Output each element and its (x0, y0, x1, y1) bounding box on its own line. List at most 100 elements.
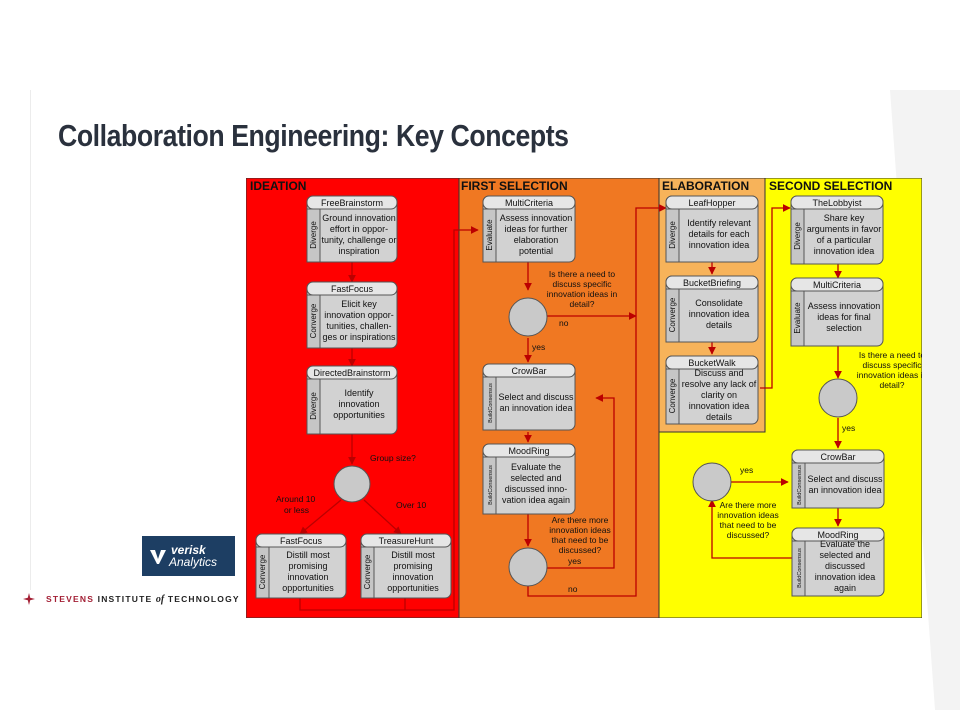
verisk-logo-text: Analytics (169, 555, 218, 569)
box-text-line: inspiration (338, 246, 379, 256)
box-text-line: tunity, challenge or (322, 235, 397, 245)
box-crowbar-second: CrowBar BuildConsensus Select and discus… (791, 449, 885, 509)
box-text-line: Select and discuss (807, 474, 883, 484)
box-text-line: Select and discuss (498, 392, 574, 402)
box-text-line: innovation idea (689, 240, 750, 250)
box-text-line: innovation (338, 399, 379, 409)
box-freebrainstorm: FreeBrainstorm Diverge Ground innovation… (306, 195, 398, 263)
box-title: CrowBar (820, 452, 855, 462)
box-text-line: clarity on (701, 390, 737, 400)
box-text-line: Share key (824, 213, 865, 223)
box-type: Diverge (668, 221, 677, 249)
box-leafhopper: LeafHopper Diverge Identify relevant det… (665, 195, 759, 263)
verisk-logo: verisk Analytics (142, 536, 235, 576)
process-diagram: IDEATION FIRST SELECTION ELABORATION SEC… (246, 178, 922, 618)
box-moodring-second: MoodRing BuildConsensus Evaluate the sel… (791, 527, 885, 597)
box-text-line: Ground innovation (322, 213, 396, 223)
box-text-line: selected and (819, 550, 870, 560)
box-text-line: promising (393, 561, 432, 571)
box-text-line: ges or inspirations (322, 332, 396, 342)
box-type: BuildConsensus (488, 383, 494, 423)
box-text-line: an innovation idea (499, 403, 572, 413)
box-type: Converge (363, 554, 372, 589)
box-title: BucketWalk (688, 358, 736, 368)
box-title: TheLobbyist (812, 198, 862, 208)
box-text-line: Identify (344, 388, 374, 398)
box-text-line: potential (519, 246, 553, 256)
box-text-line: ideas for final (817, 312, 871, 322)
box-text-line: innovation idea (814, 246, 875, 256)
stevens-star-icon (23, 593, 35, 605)
box-title: FreeBrainstorm (321, 198, 383, 208)
box-text-line: innovation idea (815, 572, 876, 582)
decision-question: detail? (569, 299, 594, 309)
box-text-line: again (834, 583, 856, 593)
decision-question: that need to be (720, 520, 777, 530)
branch-label: yes (740, 465, 753, 475)
section-ideation: IDEATION (250, 179, 306, 193)
box-text-line: elaboration (514, 235, 559, 245)
box-type: Diverge (793, 222, 802, 250)
box-text-line: selected and (510, 473, 561, 483)
branch-label: no (568, 584, 578, 594)
section-elaboration: ELABORATION (662, 179, 749, 193)
box-type: Evaluate (485, 219, 494, 251)
box-type: Diverge (309, 221, 318, 249)
box-title: LeafHopper (688, 198, 735, 208)
box-text-line: promising (288, 561, 327, 571)
box-text-line: details (706, 412, 733, 422)
box-text-line: opportunities (333, 410, 385, 420)
box-text-line: arguments in favor (807, 224, 882, 234)
box-text-line: Assess innovation (500, 213, 573, 223)
section-second-selection: SECOND SELECTION (769, 179, 892, 193)
branch-label: Over 10 (396, 500, 427, 510)
box-text-line: Distill most (286, 550, 330, 560)
box-text-line: Evaluate the (820, 539, 870, 549)
box-type: Converge (668, 378, 677, 413)
decision-question: innovation ideas (549, 525, 610, 535)
box-type: Evaluate (793, 302, 802, 334)
box-type: BuildConsensus (797, 465, 803, 505)
box-text-line: innovation (392, 572, 433, 582)
box-bucketwalk: BucketWalk Converge Discuss and resolve … (665, 355, 759, 425)
decision-question: innovation ideas in (547, 289, 618, 299)
box-type: BuildConsensus (797, 548, 803, 588)
box-title: MoodRing (508, 446, 549, 456)
box-text-line: innovation idea (689, 401, 750, 411)
stevens-wordmark: STEVENS INSTITUTE of TECHNOLOGY (46, 594, 240, 605)
decision-more-ideas-second (692, 462, 732, 502)
box-title: FastFocus (331, 284, 374, 294)
box-text-line: an innovation idea (808, 485, 881, 495)
box-text-line: ideas for further (504, 224, 567, 234)
box-type: Converge (258, 554, 267, 589)
box-directedbrainstorm: DirectedBrainstorm Diverge Identify inno… (306, 365, 398, 435)
box-multicriteria-first: MultiCriteria Evaluate Assess innovation… (482, 195, 576, 263)
box-text-line: resolve any lack of (682, 379, 757, 389)
decision-group-size (333, 465, 371, 503)
decision-question: Group size? (370, 453, 416, 463)
box-text-line: Distill most (391, 550, 435, 560)
stevens-wordmark-part: TECHNOLOGY (164, 594, 240, 604)
connectors (299, 204, 842, 611)
verisk-logo-text: verisk (171, 543, 206, 557)
box-text-line: innovation oppor- (324, 310, 394, 320)
decision-question: innovation ideas in (857, 370, 922, 380)
box-text-line: Consolidate (695, 298, 743, 308)
box-text-line: of a particular (817, 235, 872, 245)
decision-discuss-specific-second (818, 378, 858, 418)
decision-question: innovation ideas (717, 510, 778, 520)
slide-title: Collaboration Engineering: Key Concepts (58, 118, 569, 153)
branch-label: no (559, 318, 569, 328)
box-text-line: tunities, challen- (326, 321, 391, 331)
verisk-mark-icon (150, 550, 166, 564)
box-title: DirectedBrainstorm (313, 368, 390, 378)
box-title: BucketBriefing (683, 278, 741, 288)
box-moodring-first: MoodRing BuildConsensus Evaluate the sel… (482, 443, 576, 515)
box-text-line: innovation idea (689, 309, 750, 319)
decision-question: Are there more (552, 515, 609, 525)
decision-question: Is there a need to (549, 269, 615, 279)
decision-discuss-specific-first (508, 297, 548, 337)
box-type: Converge (309, 303, 318, 338)
stevens-wordmark-part: INSTITUTE (94, 594, 156, 604)
box-text-line: effort in oppor- (330, 224, 388, 234)
